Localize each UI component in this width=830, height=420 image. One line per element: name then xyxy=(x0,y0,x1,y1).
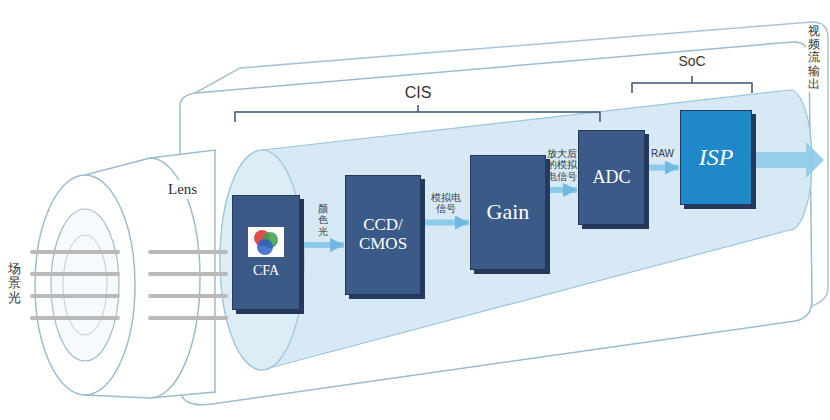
color-filter-icon xyxy=(248,227,284,257)
scene-light-rays xyxy=(32,252,226,318)
signal-label: 模拟电信号 xyxy=(430,192,462,215)
signal-tube-end xyxy=(220,150,304,370)
output-label: 视频流输出 xyxy=(806,24,822,92)
process-block: Gain xyxy=(470,155,546,270)
signal-label: 放大后的模拟电信号 xyxy=(546,148,578,183)
lens-inner-ring xyxy=(51,209,119,361)
soc-bracket xyxy=(632,76,752,93)
cis-bracket xyxy=(235,105,600,122)
lens-label: Lens xyxy=(166,180,199,199)
signal-tube xyxy=(220,90,812,370)
signal-arrow xyxy=(301,242,344,248)
signal-arrow xyxy=(422,220,469,226)
process-block: CFA xyxy=(232,195,300,310)
process-block: CCD/ CMOS xyxy=(345,175,421,295)
block-label: CCD/ CMOS xyxy=(349,216,417,253)
signal-arrow xyxy=(646,165,679,171)
block-label: ISP xyxy=(699,144,734,170)
signal-label: 颜色光 xyxy=(318,203,328,238)
signal-arrow xyxy=(547,187,577,193)
block-label: Gain xyxy=(487,200,530,224)
signal-label: RAW xyxy=(651,148,674,160)
process-block: ADC xyxy=(578,130,645,225)
scene-light-label: 场景光 xyxy=(8,262,21,305)
soc-block: ISP xyxy=(680,110,752,205)
cis-label: CIS xyxy=(405,84,432,102)
camera-body xyxy=(180,42,812,405)
block-label: ADC xyxy=(592,168,630,188)
soc-label: SoC xyxy=(678,53,705,69)
output-arrow xyxy=(756,142,824,178)
block-label: CFA xyxy=(253,263,279,278)
lens-front-ring xyxy=(35,175,135,395)
